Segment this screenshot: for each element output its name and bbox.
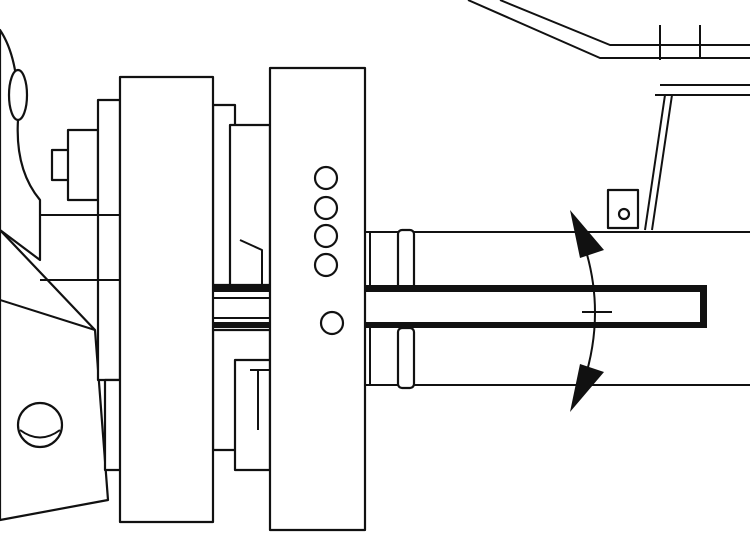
left-bracket [0,28,129,522]
hole [313,223,339,249]
hole [313,252,339,278]
rotation-arrow-icon [570,210,612,412]
flange-plate-left [118,75,215,524]
flange-plate-right [268,66,367,532]
upper-housing [467,0,750,231]
hole [313,195,339,221]
hole [313,165,339,191]
hole [319,310,345,336]
